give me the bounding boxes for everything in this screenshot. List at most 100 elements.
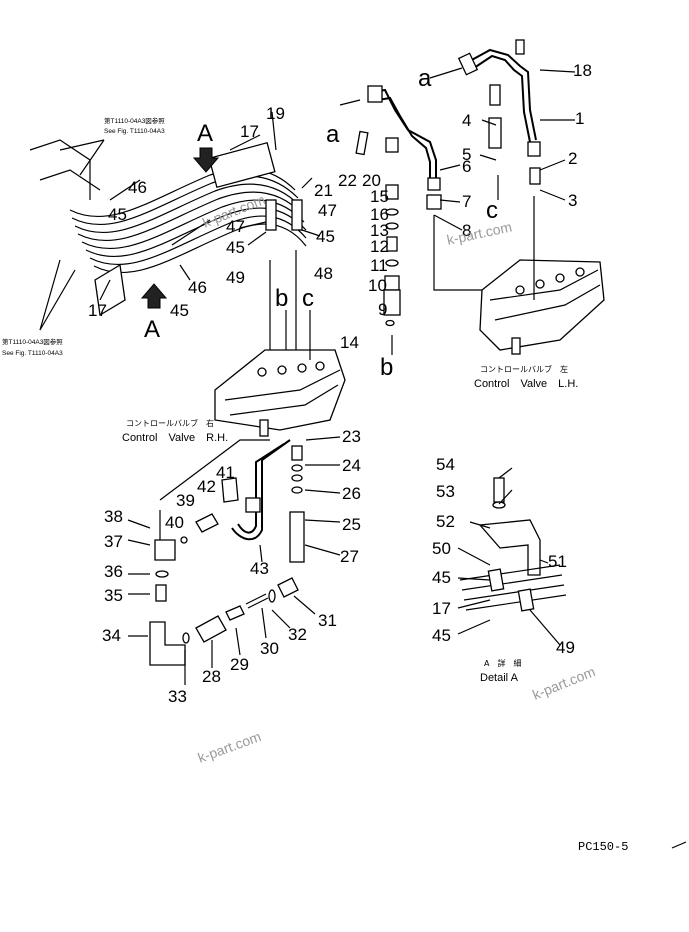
callout-47a: 47: [318, 201, 337, 220]
callout-11: 11: [370, 256, 388, 275]
callout-40: 39: [176, 491, 195, 510]
control-valve-lh: [479, 259, 605, 355]
callout-45c: 45: [108, 205, 127, 224]
callout-48a: 48: [314, 264, 333, 283]
callout-6: 6: [462, 157, 471, 176]
caption-valve-rh-jp: コントロールバルブ 右: [126, 418, 214, 428]
callout-26: 25: [342, 515, 361, 534]
letter-b-right: b: [380, 354, 393, 381]
page-code: PC150-5: [578, 840, 628, 854]
callout-13: 13: [370, 221, 389, 240]
caption-valve-lh-jp: コントロールバルブ 左: [480, 364, 568, 374]
callout-39: 38: [104, 507, 123, 526]
callout-2: 2: [568, 149, 577, 168]
flow-letters: a a c b b c A A: [144, 65, 498, 381]
callout-19: 19: [266, 104, 285, 123]
callout-25: 24: [342, 456, 361, 475]
ref-top-jp: 第T1110-04A3図参照: [104, 116, 165, 125]
callout-45d: 45: [170, 301, 189, 320]
callout-54: 53: [436, 482, 455, 501]
pipe-20-and-1: [457, 39, 541, 185]
caption-valve-rh-en: Control Valve R.H.: [122, 432, 228, 444]
ref-top-en: See Fig. T1110-04A3: [104, 128, 165, 135]
callout-31: 30: [260, 639, 279, 658]
callout-30: 29: [230, 655, 249, 674]
callout-1: 1: [575, 109, 584, 128]
callout-22: 21: [314, 181, 333, 200]
callout-10: 10: [368, 276, 387, 295]
callout-29: 28: [202, 667, 221, 686]
callout-32: 31: [318, 611, 337, 630]
callout-numbers: 18 1 2 3 4 5 6 7 8 15 16 13 12 11 10 9 1…: [88, 61, 592, 706]
callout-4: 4: [462, 111, 471, 130]
callout-24: 23: [342, 427, 361, 446]
callout-47b: 47: [226, 217, 245, 236]
callout-15: 15: [370, 187, 389, 206]
callout-45e: 45: [432, 568, 451, 587]
corner-mark: [671, 841, 687, 849]
caption-valve-lh-en: Control Valve L.H.: [474, 378, 578, 390]
callout-43: 42: [197, 477, 216, 496]
callout-28: 27: [340, 547, 359, 566]
caption-detail-en: Detail A: [480, 672, 519, 684]
letter-c-top: c: [486, 197, 498, 224]
callout-8: 8: [462, 221, 471, 240]
callout-23: 22: [338, 171, 357, 190]
view-arrows: [140, 147, 220, 309]
letter-c-left: c: [302, 285, 314, 312]
reference-notes: 第T1110-04A3図参照 See Fig. T1110-04A3 第T111…: [2, 116, 165, 357]
callout-17b: 17: [432, 599, 451, 618]
callout-51: 51: [548, 552, 567, 571]
callout-46b: 46: [188, 278, 207, 297]
callout-53: 54: [436, 455, 455, 474]
callout-12: 12: [370, 237, 389, 256]
callout-35: 34: [102, 626, 121, 645]
callout-45a: 45: [316, 227, 335, 246]
leader-lines: [39, 67, 576, 685]
letter-A-top: A: [197, 120, 213, 147]
callout-18: 17: [240, 122, 259, 141]
callout-50: 50: [432, 539, 451, 558]
letter-a-mid: a: [326, 121, 340, 148]
ref-bottom-jp: 第T1110-04A3図参照: [2, 337, 63, 346]
callout-27: 26: [342, 484, 361, 503]
callout-17a: 17: [88, 301, 107, 320]
callout-45b: 45: [226, 238, 245, 257]
hose-bundle: [29, 139, 307, 317]
callout-5: 5: [462, 145, 471, 164]
callout-16: 16: [370, 205, 389, 224]
ref-bottom-en: See Fig. T1110-04A3: [2, 350, 63, 357]
pipe-6: [355, 85, 442, 210]
callout-46a: 46: [128, 178, 147, 197]
watermark-2: k-part.com: [445, 219, 513, 248]
letter-A-bottom: A: [144, 316, 160, 343]
callout-45f: 45: [432, 626, 451, 645]
callout-42: 41: [216, 463, 235, 482]
callout-49: 49: [556, 638, 575, 657]
callout-36: 35: [104, 586, 123, 605]
watermark-3: k-part.com: [530, 663, 597, 703]
callout-7: 7: [462, 192, 471, 211]
callout-9: 9: [378, 300, 387, 319]
callout-3: 3: [568, 191, 577, 210]
callout-52: 52: [436, 512, 455, 531]
callout-21: 20: [362, 171, 381, 190]
callout-20: 18: [573, 61, 592, 80]
callout-48b: 49: [226, 268, 245, 287]
callout-14: 14: [340, 333, 359, 352]
callout-38: 37: [104, 532, 123, 551]
callout-44: 43: [250, 559, 269, 578]
lower-parts: [149, 439, 305, 666]
control-valve-rh: [214, 349, 346, 437]
callout-37: 36: [104, 562, 123, 581]
letter-b-left: b: [275, 285, 288, 312]
fitting-stack: [383, 184, 401, 327]
callout-34: 33: [168, 687, 187, 706]
watermark-4: k-part.com: [196, 728, 264, 766]
detail-a-drawing: [459, 477, 567, 612]
callout-41: 40: [165, 513, 184, 532]
callout-33: 32: [288, 625, 307, 644]
caption-detail-jp: A 詳 細: [484, 658, 521, 668]
